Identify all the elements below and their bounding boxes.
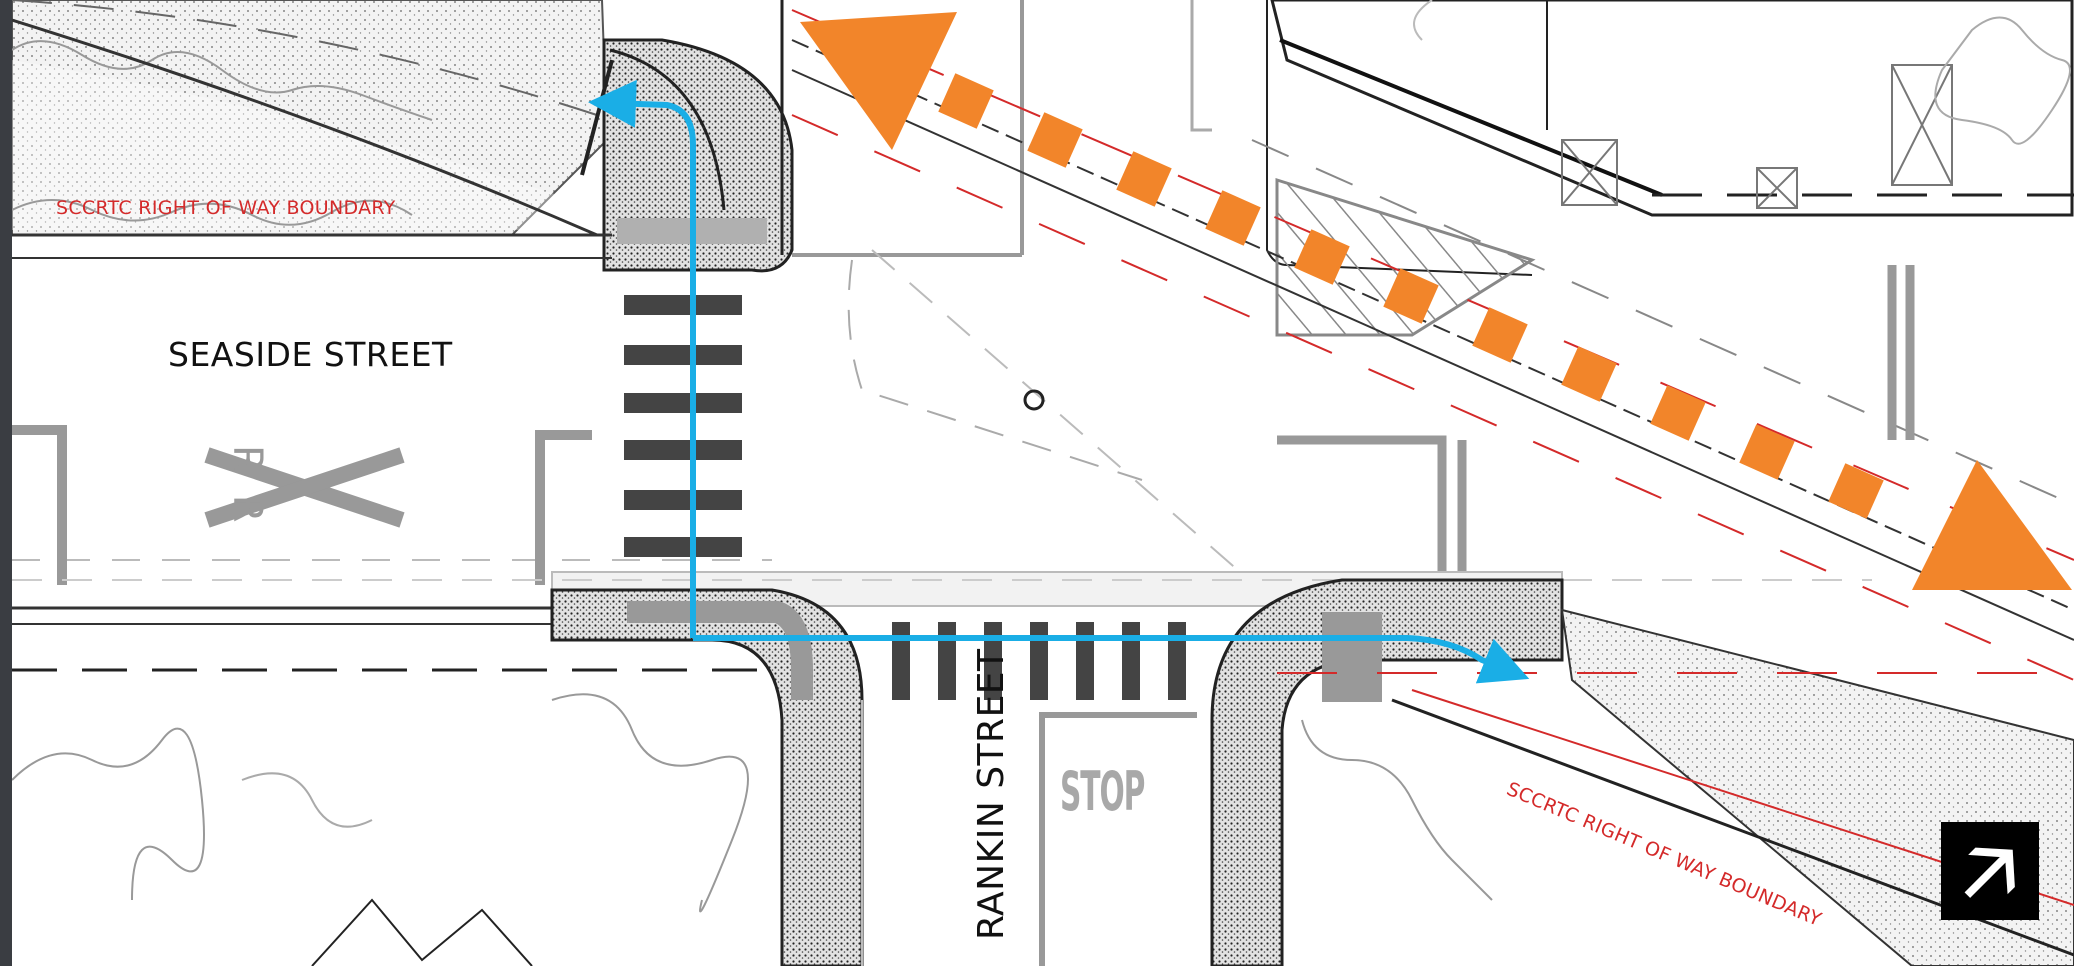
seaside-street-label: SEASIDE STREET <box>168 335 453 374</box>
rankin-street-label: RANKIN STREET <box>971 648 1012 940</box>
rail-trail-route <box>800 12 2072 590</box>
crosswalk-south <box>892 622 1186 700</box>
stop-marking: STOP <box>1060 760 1145 823</box>
railroad-crossing-icon <box>204 447 405 528</box>
right-of-way-label-upper: SCCRTC RIGHT OF WAY BOUNDARY <box>56 197 396 219</box>
north-arrow-icon: 🡥 <box>1941 822 2039 920</box>
crosswalk-west <box>624 295 742 557</box>
plan-drawing: SEASIDE STREET RANKIN STREET SCCRTC RIGH… <box>12 0 2074 966</box>
manhole-icon <box>1023 389 1045 411</box>
pedestrian-route <box>588 79 1530 684</box>
intersection-plan <box>12 0 2074 966</box>
railroad-marking: RR <box>224 445 270 545</box>
